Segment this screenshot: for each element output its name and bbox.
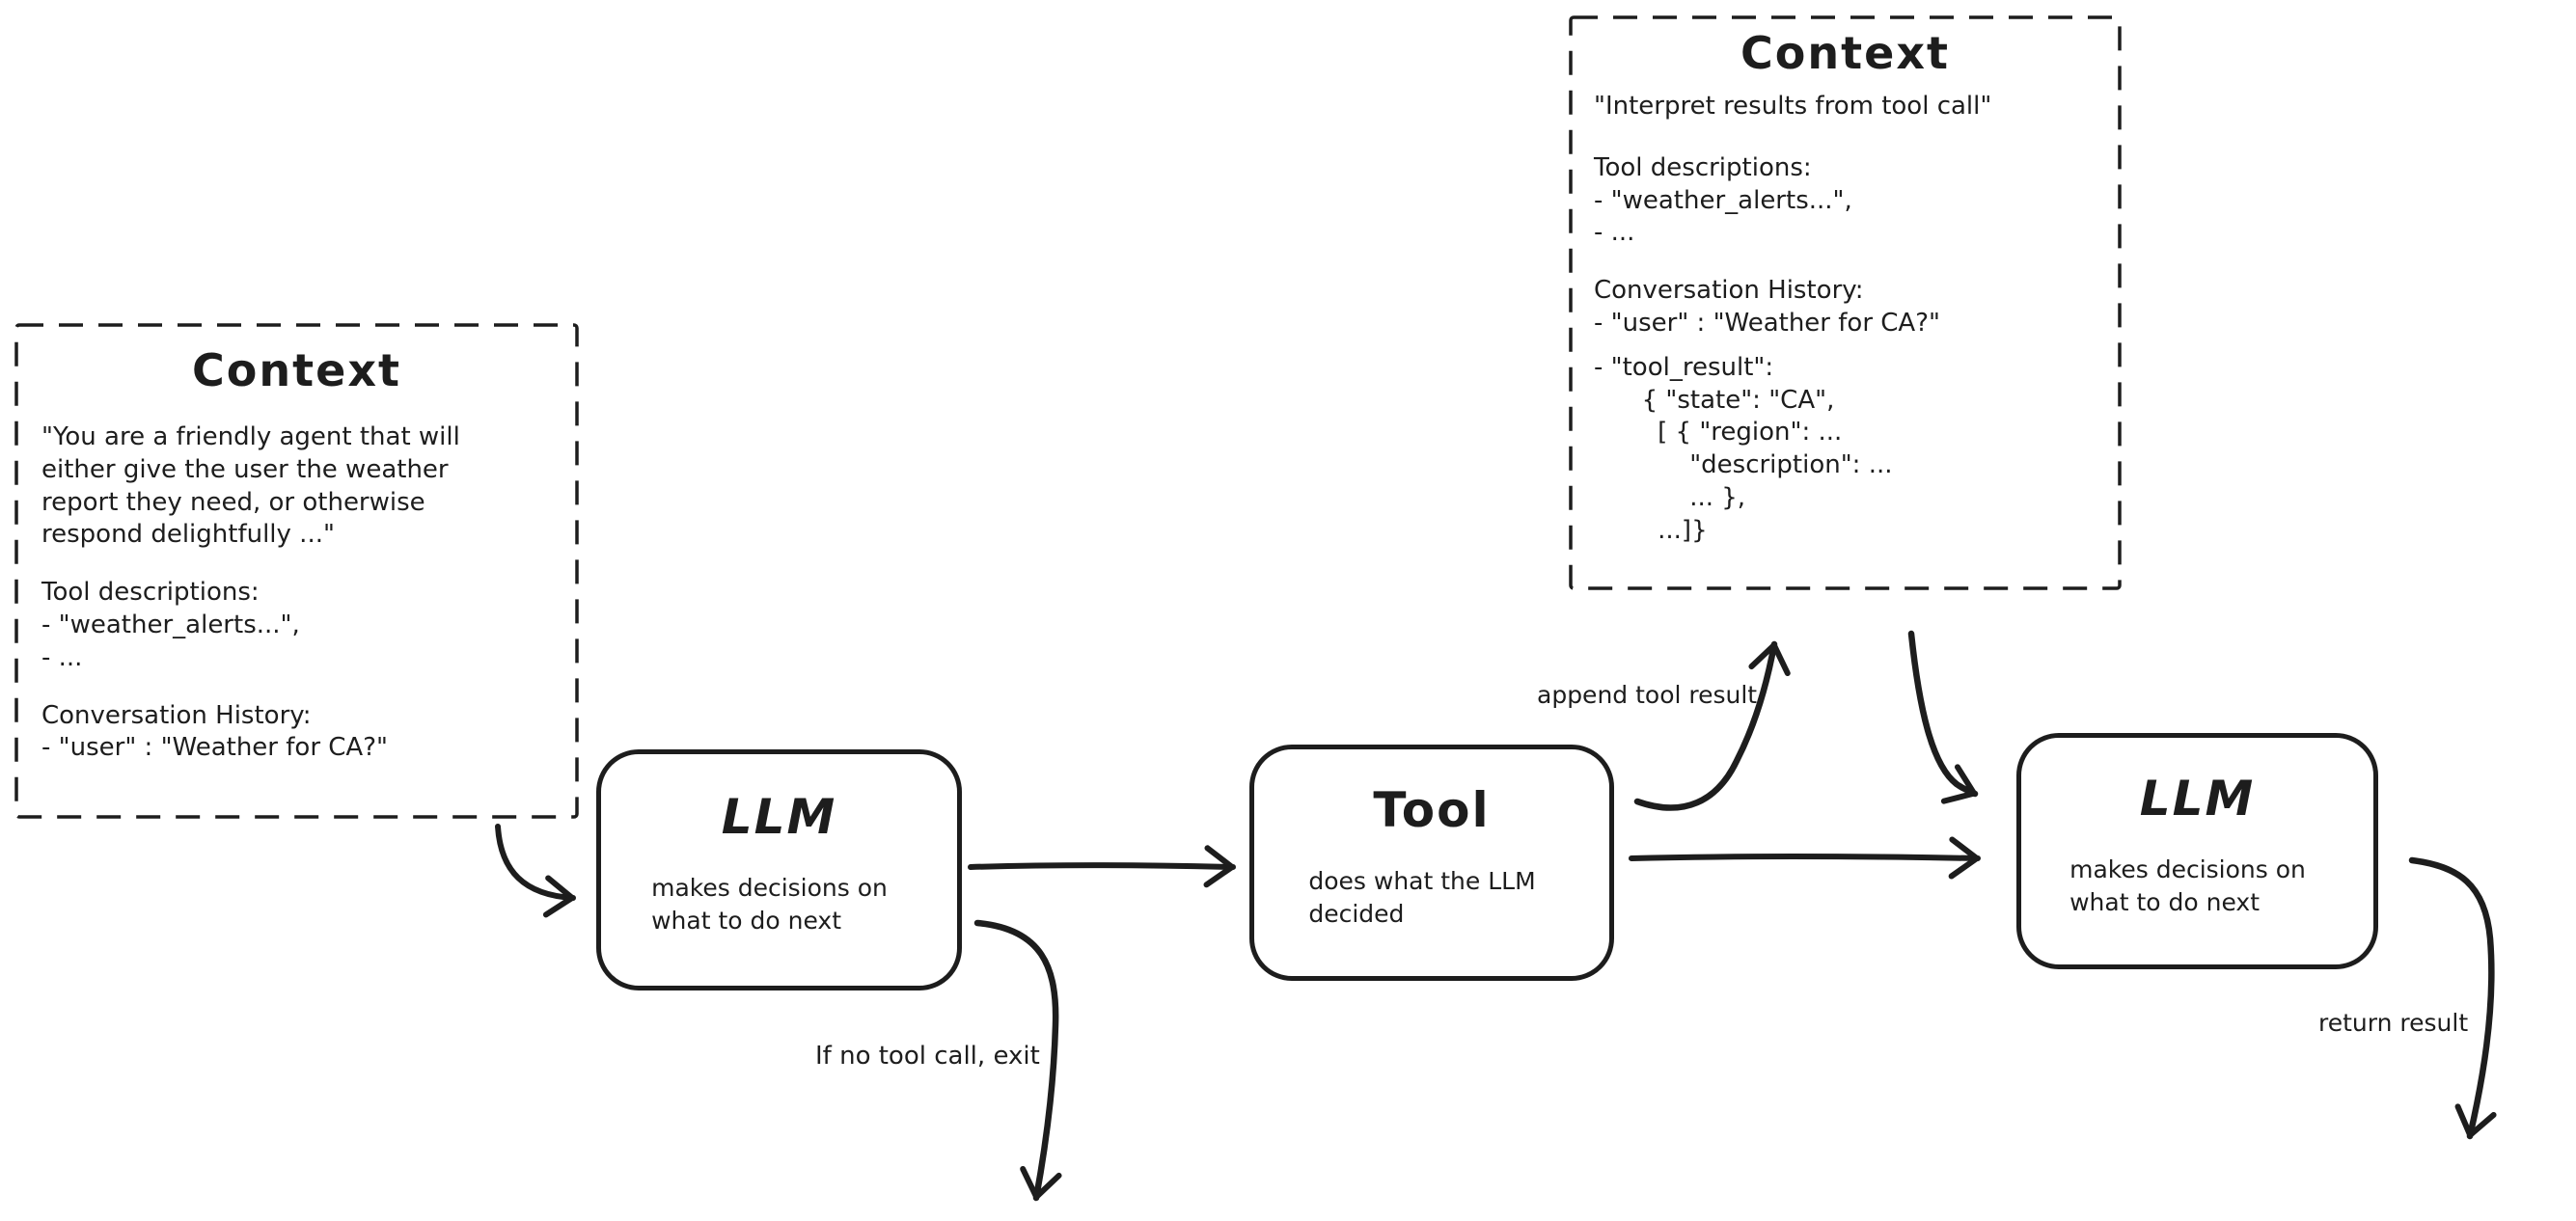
- node-llm-1-title: LLM: [721, 789, 837, 846]
- arrow-tool-to-llm2: [1629, 836, 1981, 880]
- arrow-llm1-to-tool: [968, 845, 1236, 888]
- arrow-tool-to-context-append: [1633, 640, 1791, 811]
- context-left-tools-heading: Tool descriptions:: [41, 578, 260, 608]
- node-tool: Tool does what the LLM decided: [1249, 745, 1614, 981]
- context-right-history-heading: Conversation History:: [1594, 276, 1864, 306]
- node-llm-2-subtitle: makes decisions on what to do next: [2069, 855, 2306, 916]
- label-append-tool-result: append tool result: [1537, 681, 1758, 709]
- context-right-title: Context: [1740, 27, 1950, 79]
- context-top-right-dashed-border: [1569, 15, 2122, 590]
- node-llm-2: LLM makes decisions on what to do next: [2016, 733, 2378, 969]
- context-left-tools-lines: - "weather_alerts...", - ...: [41, 610, 300, 672]
- arrow-context-to-llm2: [1907, 630, 1979, 804]
- context-box-left: Context "You are a friendly agent that w…: [16, 325, 577, 817]
- arrow-llm1-exit-down: [973, 919, 1062, 1202]
- context-box-top-right: Context "Interpret results from tool cal…: [1571, 17, 2120, 588]
- arrow-context-left-to-llm1: [495, 824, 576, 918]
- node-tool-subtitle: does what the LLM decided: [1308, 866, 1536, 928]
- label-if-no-tool-call-exit: If no tool call, exit: [815, 1042, 1040, 1071]
- node-llm-2-title: LLM: [2139, 770, 2256, 827]
- context-left-system-prompt: "You are a friendly agent that will eith…: [41, 422, 460, 550]
- context-right-history-user-line: - "user" : "Weather for CA?": [1594, 308, 1940, 338]
- context-right-system-prompt: "Interpret results from tool call": [1594, 92, 1992, 121]
- node-llm-1: LLM makes decisions on what to do next: [596, 749, 962, 990]
- arrow-llm2-return-result: [2408, 856, 2497, 1140]
- node-tool-title: Tool: [1373, 781, 1491, 838]
- label-return-result: return result: [2318, 1009, 2469, 1037]
- context-left-history-lines: - "user" : "Weather for CA?": [41, 733, 388, 763]
- context-right-tool-result-block: - "tool_result": { "state": "CA", [ { "r…: [1594, 352, 1893, 545]
- context-left-history-heading: Conversation History:: [41, 700, 312, 730]
- node-llm-1-subtitle: makes decisions on what to do next: [651, 874, 888, 935]
- context-left-dashed-border: [14, 323, 579, 819]
- context-right-tools-heading: Tool descriptions:: [1594, 152, 1812, 182]
- context-right-tools-lines: - "weather_alerts...", - ...: [1594, 185, 1852, 248]
- context-left-title: Context: [192, 344, 401, 396]
